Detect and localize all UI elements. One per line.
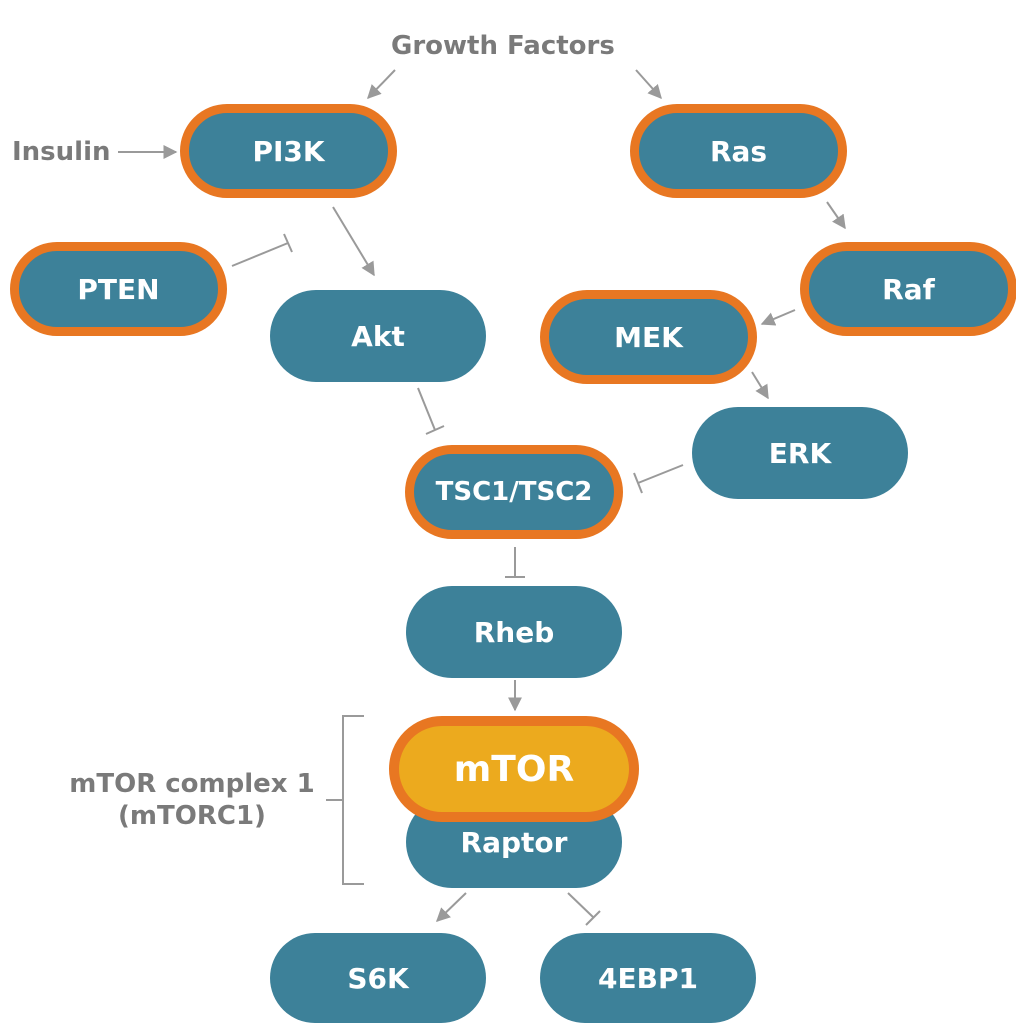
node-akt: Akt (270, 290, 486, 382)
node-raptor-label: Raptor (460, 825, 568, 859)
node-tsc1-tsc2: TSC1/TSC2 (405, 445, 623, 539)
growth-factors-label: Growth Factors (391, 31, 615, 61)
node-rheb: Rheb (406, 586, 622, 678)
arrow-pi3k-to-akt (332, 206, 375, 277)
node-4ebp1: 4EBP1 (540, 933, 756, 1023)
inhibit-raptor-to-4ebp1 (567, 892, 594, 918)
insulin-label: Insulin (12, 137, 111, 167)
mtorc1-bracket (342, 715, 364, 885)
inhibit-erk-to-tsc (637, 464, 684, 484)
inhibit-akt-to-tsc (417, 387, 436, 431)
node-mek: MEK (540, 290, 757, 384)
node-ras: Ras (630, 104, 847, 198)
node-s6k: S6K (270, 933, 486, 1023)
mtorc1-label-line2: (mTORC1) (118, 801, 266, 831)
node-raf: Raf (800, 242, 1016, 336)
node-pten: PTEN (10, 242, 227, 336)
mtorc1-label-line1: mTOR complex 1 (69, 769, 315, 799)
arrow-raptor-to-s6k (435, 892, 467, 922)
arrow-growth-factors-to-pi3k (367, 69, 396, 100)
node-mtor: mTOR (389, 716, 639, 822)
inhibit-pten-to-pi3k (231, 242, 289, 267)
mtorc1-label: mTOR complex 1 (mTORC1) (58, 768, 326, 832)
node-pi3k: PI3K (180, 104, 397, 198)
arrow-mek-to-erk (751, 371, 769, 400)
arrow-raf-to-mek (760, 309, 796, 326)
node-erk: ERK (692, 407, 908, 499)
arrow-growth-factors-to-ras (635, 69, 662, 100)
arrow-ras-to-raf (826, 201, 846, 230)
